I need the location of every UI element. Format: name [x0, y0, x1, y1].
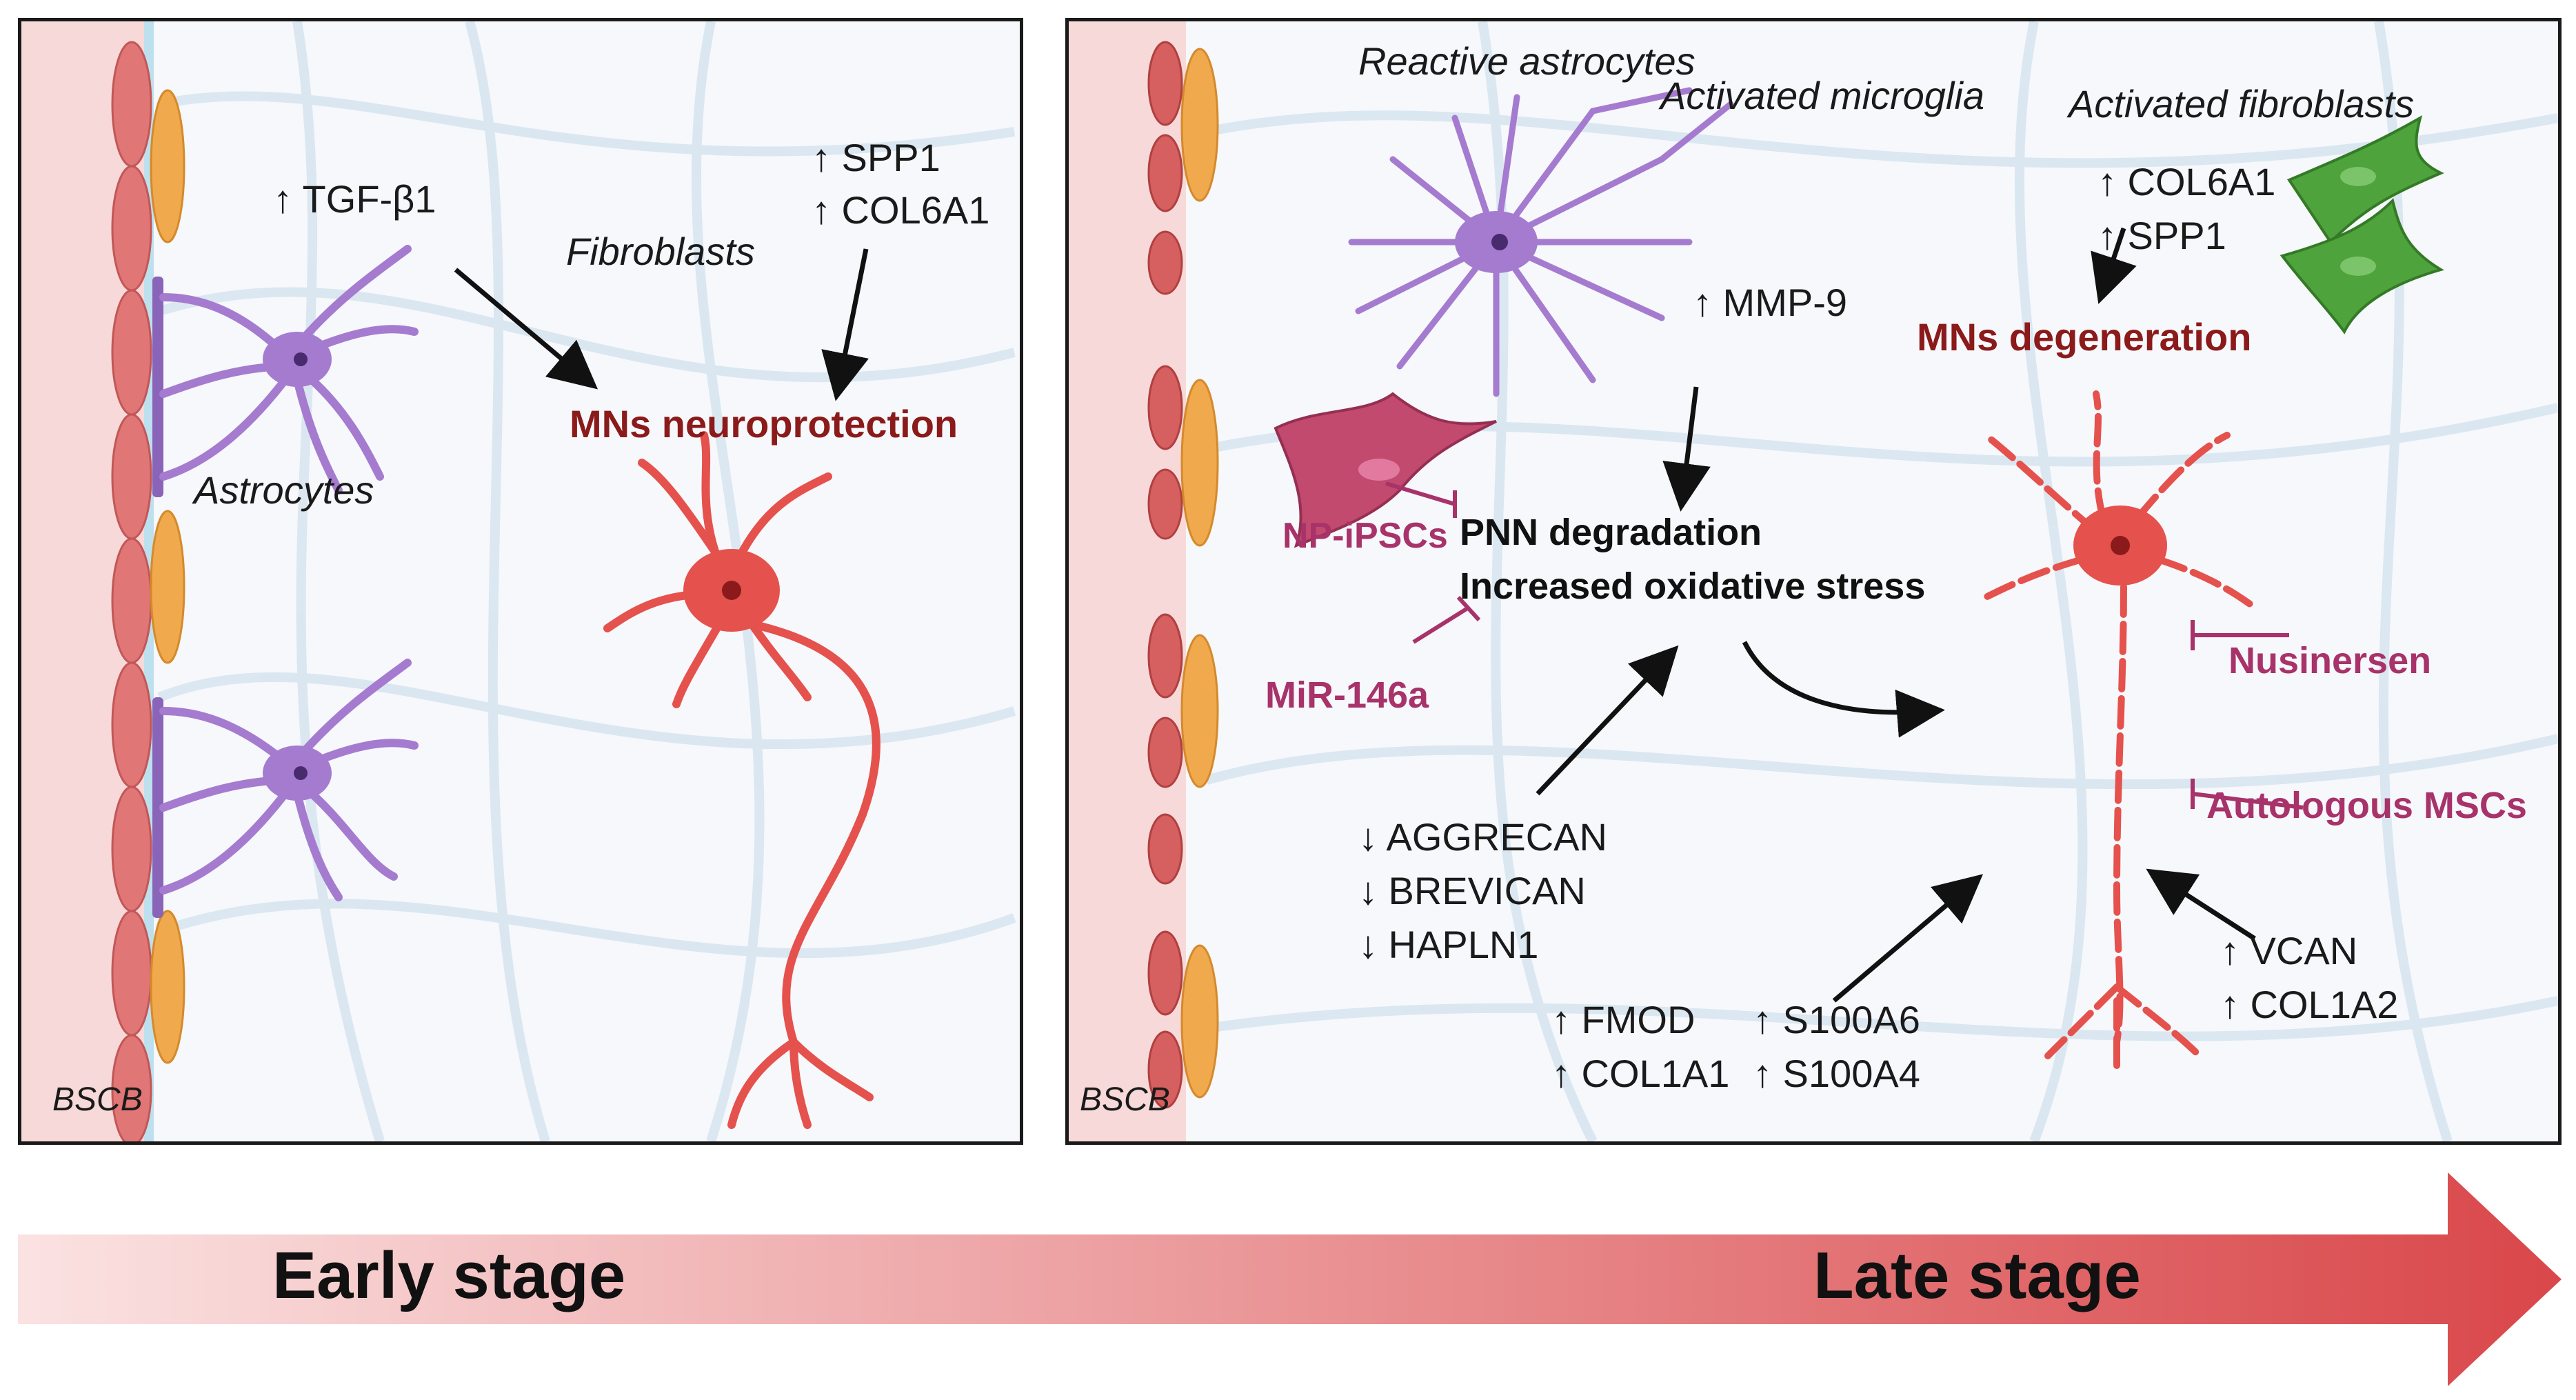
bscb-label: BSCB	[1080, 1081, 1170, 1118]
arrow-pnn-markers-up	[1536, 645, 1679, 796]
brevican-label: ↓ BREVICAN	[1358, 869, 1586, 912]
arrow-pnn-to-neuron	[1742, 641, 1945, 738]
late-stage-label: Late stage	[1813, 1239, 2141, 1312]
fibroblasts-label: Fibroblasts	[566, 230, 755, 273]
vcan-label: ↑ VCAN	[2220, 929, 2358, 972]
col6a1-label: ↑ COL6A1	[812, 188, 990, 232]
endothelial-cells	[111, 41, 152, 1141]
col1a2-label: ↑ COL1A2	[2220, 983, 2399, 1026]
s100a6-label: ↑ S100A6	[1753, 998, 1920, 1041]
fibroblast-nucleus-1	[2340, 167, 2376, 186]
tgf-beta1-label: ↑ TGF-β1	[273, 177, 436, 221]
early-illustration	[21, 21, 1016, 1141]
late-stage-panel: BSCB Reactive astrocytes Activated micro…	[1065, 18, 2562, 1145]
arrow-tgf-to-outcome	[454, 268, 598, 390]
mir-146a-label: MiR-146a	[1265, 674, 1429, 716]
reactive-astrocyte-nucleus	[1491, 234, 1508, 250]
late-illustration	[1069, 21, 2558, 1141]
astrocytes-label: Astrocytes	[194, 468, 374, 512]
motor-neuron-nucleus	[722, 581, 741, 600]
nusinersen-label: Nusinersen	[2228, 640, 2432, 681]
activated-microglia-label: Activated microglia	[1660, 74, 1984, 117]
pnn-degradation-label: PNN degradation	[1460, 512, 1762, 553]
astrocyte-endfeet	[152, 277, 163, 918]
astrocyte-nucleus-1	[294, 352, 308, 366]
degenerating-motor-neuron-nucleus	[2111, 536, 2130, 555]
bscb-label: BSCB	[52, 1081, 143, 1118]
mns-degeneration-label: MNs degeneration	[1917, 315, 2252, 359]
arrow-col6a1-to-outcome	[821, 248, 869, 401]
arrow-fibrotic-markers-up	[1832, 874, 1984, 1003]
arrow-col6a1-to-degeneration	[2091, 227, 2137, 304]
endothelial-cells	[1147, 41, 1183, 1109]
s100a4-label: ↑ S100A4	[1753, 1052, 1920, 1095]
autologous-mscs-label: Autologous MSCs	[2206, 785, 2527, 826]
early-stage-panel: BSCB Astrocytes ↑ TGF-β1 Fibroblasts ↑ S…	[18, 18, 1023, 1145]
hapln1-label: ↓ HAPLN1	[1358, 923, 1539, 966]
arrow-mmp9-to-pnn	[1662, 386, 1711, 512]
reactive-astrocytes-label: Reactive astrocytes	[1358, 39, 1695, 83]
aggrecan-label: ↓ AGGRECAN	[1358, 815, 1607, 859]
mmp9-label: ↑ MMP-9	[1693, 281, 1847, 324]
spp1-label: ↑ SPP1	[812, 136, 940, 179]
pericytes	[150, 89, 185, 1064]
arrow-vcan-up	[2146, 868, 2256, 941]
late-col6a1-label: ↑ COL6A1	[2097, 160, 2276, 203]
oxidative-stress-label: Increased oxidative stress	[1460, 566, 1926, 607]
fmod-label: ↑ FMOD	[1551, 998, 1695, 1041]
astrocyte-cell-1	[159, 245, 419, 494]
pericytes	[1180, 48, 1219, 1099]
np-ipsc-nucleus	[1358, 459, 1400, 481]
astrocyte-cell-2	[159, 659, 419, 901]
fibroblast-nucleus-2	[2340, 257, 2376, 276]
degenerating-motor-neuron	[1975, 390, 2258, 1073]
late-spp1-label: ↑ SPP1	[2097, 214, 2226, 257]
mns-neuroprotection-label: MNs neuroprotection	[570, 402, 958, 446]
activated-fibroblasts-label: Activated fibroblasts	[2069, 82, 2415, 126]
inhibition-markers	[1385, 481, 2304, 810]
early-stage-label: Early stage	[272, 1239, 626, 1312]
np-ipscs-label: NP-iPSCs	[1282, 516, 1448, 556]
astrocyte-nucleus-2	[294, 766, 308, 780]
col1a1-label: ↑ COL1A1	[1551, 1052, 1730, 1095]
